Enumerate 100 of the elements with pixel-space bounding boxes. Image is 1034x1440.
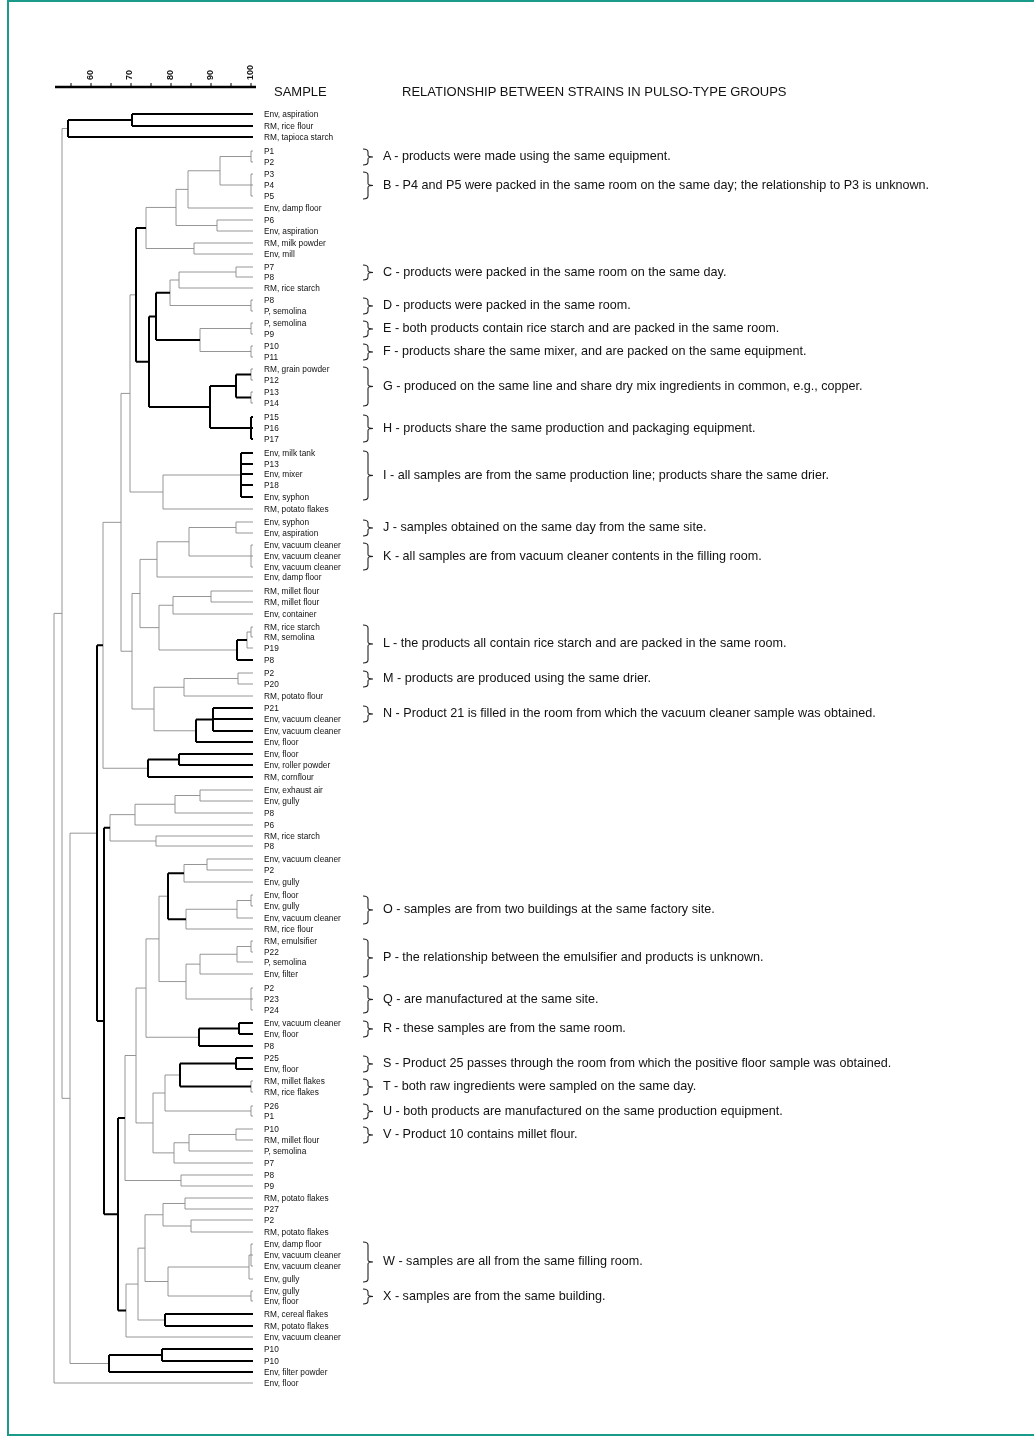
- sample-label: Env, vacuum cleaner: [264, 855, 341, 864]
- annotation-text: N - Product 21 is filled in the room from which the vacuum cleaner sample was obtained.: [383, 707, 876, 720]
- sample-label: P7: [264, 1159, 275, 1168]
- sample-label: RM, emulsifier: [264, 937, 317, 946]
- sample-label: P, semolina: [264, 307, 307, 316]
- sample-label: Env, floor: [264, 1297, 299, 1306]
- annotation-text: M - products are produced using the same drier.: [383, 672, 652, 685]
- sample-label: RM, rice flakes: [264, 1088, 319, 1097]
- sample-label: Env, syphon: [264, 518, 310, 527]
- annotation-text: P - the relationship between the emulsifier and products is unknown.: [383, 951, 764, 964]
- sample-label: RM, rice starch: [264, 623, 320, 632]
- sample-label: RM, cereal flakes: [264, 1310, 329, 1319]
- sample-label: P26: [264, 1102, 279, 1111]
- sample-label: Env, damp floor: [264, 573, 322, 582]
- sample-label: Env, vacuum cleaner: [264, 727, 341, 736]
- sample-label: Env, gully: [264, 1287, 300, 1296]
- sample-label: Env, floor: [264, 750, 299, 759]
- sample-label: RM, semolina: [264, 633, 315, 642]
- sample-label: P, semolina: [264, 958, 307, 967]
- sample-label: Env, vacuum cleaner: [264, 541, 341, 550]
- sample-label: P10: [264, 1357, 279, 1366]
- sample-label: P1: [264, 1112, 275, 1121]
- sample-label: P19: [264, 644, 279, 653]
- sample-label: P2: [264, 669, 275, 678]
- annotation-text: D - products were packed in the same room.: [383, 299, 631, 312]
- sample-label: P21: [264, 704, 279, 713]
- sample-label: RM, rice flour: [264, 122, 314, 131]
- sample-label: Env, roller powder: [264, 761, 331, 770]
- sample-label: P10: [264, 1125, 279, 1134]
- sample-label: RM, tapioca starch: [264, 133, 334, 142]
- sample-label: Env, vacuum cleaner: [264, 552, 341, 561]
- sample-label: P8: [264, 842, 275, 851]
- sample-label: Env, gully: [264, 902, 300, 911]
- sample-label: RM, grain powder: [264, 365, 330, 374]
- sample-label: P15: [264, 413, 279, 422]
- sample-label: RM, potato flakes: [264, 1322, 329, 1331]
- sample-label: Env, vacuum cleaner: [264, 715, 341, 724]
- annotation-text: W - samples are all from the same filling room.: [383, 1255, 643, 1268]
- sample-label: P, semolina: [264, 319, 307, 328]
- annotation-text: G - produced on the same line and share dry mix ingredients in common, e.g., copper.: [383, 379, 863, 393]
- annotation-text: K - all samples are from vacuum cleaner contents in the filling room.: [383, 549, 762, 563]
- sample-label: Env, vacuum cleaner: [264, 563, 341, 572]
- sample-label: Env, damp floor: [264, 1240, 322, 1249]
- annotation-text: V - Product 10 contains millet flour.: [383, 1128, 578, 1141]
- axis-tick-label: 100: [246, 64, 255, 80]
- sample-label: Env, gully: [264, 1275, 300, 1284]
- sample-label: Env, gully: [264, 878, 300, 887]
- sample-label: P25: [264, 1054, 279, 1063]
- sample-label: Env, mill: [264, 250, 295, 259]
- sample-label: Env, container: [264, 610, 317, 619]
- annotation-text: E - both products contain rice starch and are packed in the same room.: [383, 322, 780, 335]
- sample-label: RM, millet flour: [264, 1136, 320, 1145]
- sample-label: Env, filter powder: [264, 1368, 328, 1377]
- sample-label: RM, millet flour: [264, 587, 320, 596]
- annotation-text: O - samples are from two buildings at the same factory site.: [383, 903, 715, 916]
- sample-label: P2: [264, 984, 275, 993]
- axis-tick-label: 70: [125, 70, 134, 80]
- annotation-text: R - these samples are from the same room.: [383, 1022, 626, 1035]
- sample-label: Env, vacuum cleaner: [264, 1019, 341, 1028]
- annotation-text: I - all samples are from the same production line; products share the same drier.: [383, 468, 829, 482]
- sample-label: P8: [264, 296, 275, 305]
- annotation-text: C - products were packed in the same room on the same day.: [383, 265, 727, 279]
- sample-label: P11: [264, 353, 279, 362]
- annotation-text: J - samples obtained on the same day from the same site.: [383, 521, 707, 534]
- sample-label: Env, aspiration: [264, 227, 319, 236]
- axis-tick-label: 90: [206, 70, 215, 80]
- sample-label: Env, vacuum cleaner: [264, 1333, 341, 1342]
- sample-label: Env, damp floor: [264, 204, 322, 213]
- sample-label: Env, vacuum cleaner: [264, 1251, 341, 1260]
- sample-label: P7: [264, 263, 275, 272]
- sample-label: P13: [264, 460, 279, 469]
- sample-label: RM, potato flakes: [264, 1228, 329, 1237]
- sample-label: Env, vacuum cleaner: [264, 914, 341, 923]
- annotation-text: F - products share the same mixer, and are packed on the same equipment.: [383, 345, 807, 358]
- sample-label: RM, rice starch: [264, 284, 320, 293]
- sample-label: RM, milk powder: [264, 239, 326, 248]
- sample-label: P16: [264, 424, 279, 433]
- sample-label: P10: [264, 1345, 279, 1354]
- sample-label: P8: [264, 656, 275, 665]
- sample-label: RM, cornflour: [264, 773, 314, 782]
- annotation-text: S - Product 25 passes through the room from which the positive floor sample was obtained.: [383, 1057, 892, 1070]
- sample-label: P18: [264, 481, 279, 490]
- sample-label: Env, mixer: [264, 470, 303, 479]
- sample-label: P8: [264, 809, 275, 818]
- sample-label: P13: [264, 388, 279, 397]
- sample-label: Env, vacuum cleaner: [264, 1262, 341, 1271]
- sample-label: Env, floor: [264, 1379, 299, 1388]
- sample-label: Env, floor: [264, 1065, 299, 1074]
- sample-label: P3: [264, 170, 275, 179]
- axis-tick-label: 60: [86, 70, 95, 80]
- sample-label: P24: [264, 1006, 279, 1015]
- axis-tick-label: 80: [166, 70, 175, 80]
- annotation-text: X - samples are from the same building.: [383, 1289, 606, 1303]
- column-heading: SAMPLE: [274, 85, 327, 98]
- sample-label: P6: [264, 216, 275, 225]
- annotation-text: U - both products are manufactured on the same production equipment.: [383, 1104, 783, 1118]
- sample-label: P2: [264, 866, 275, 875]
- sample-label: P27: [264, 1205, 279, 1214]
- sample-label: RM, millet flakes: [264, 1077, 325, 1086]
- sample-label: Env, gully: [264, 797, 300, 806]
